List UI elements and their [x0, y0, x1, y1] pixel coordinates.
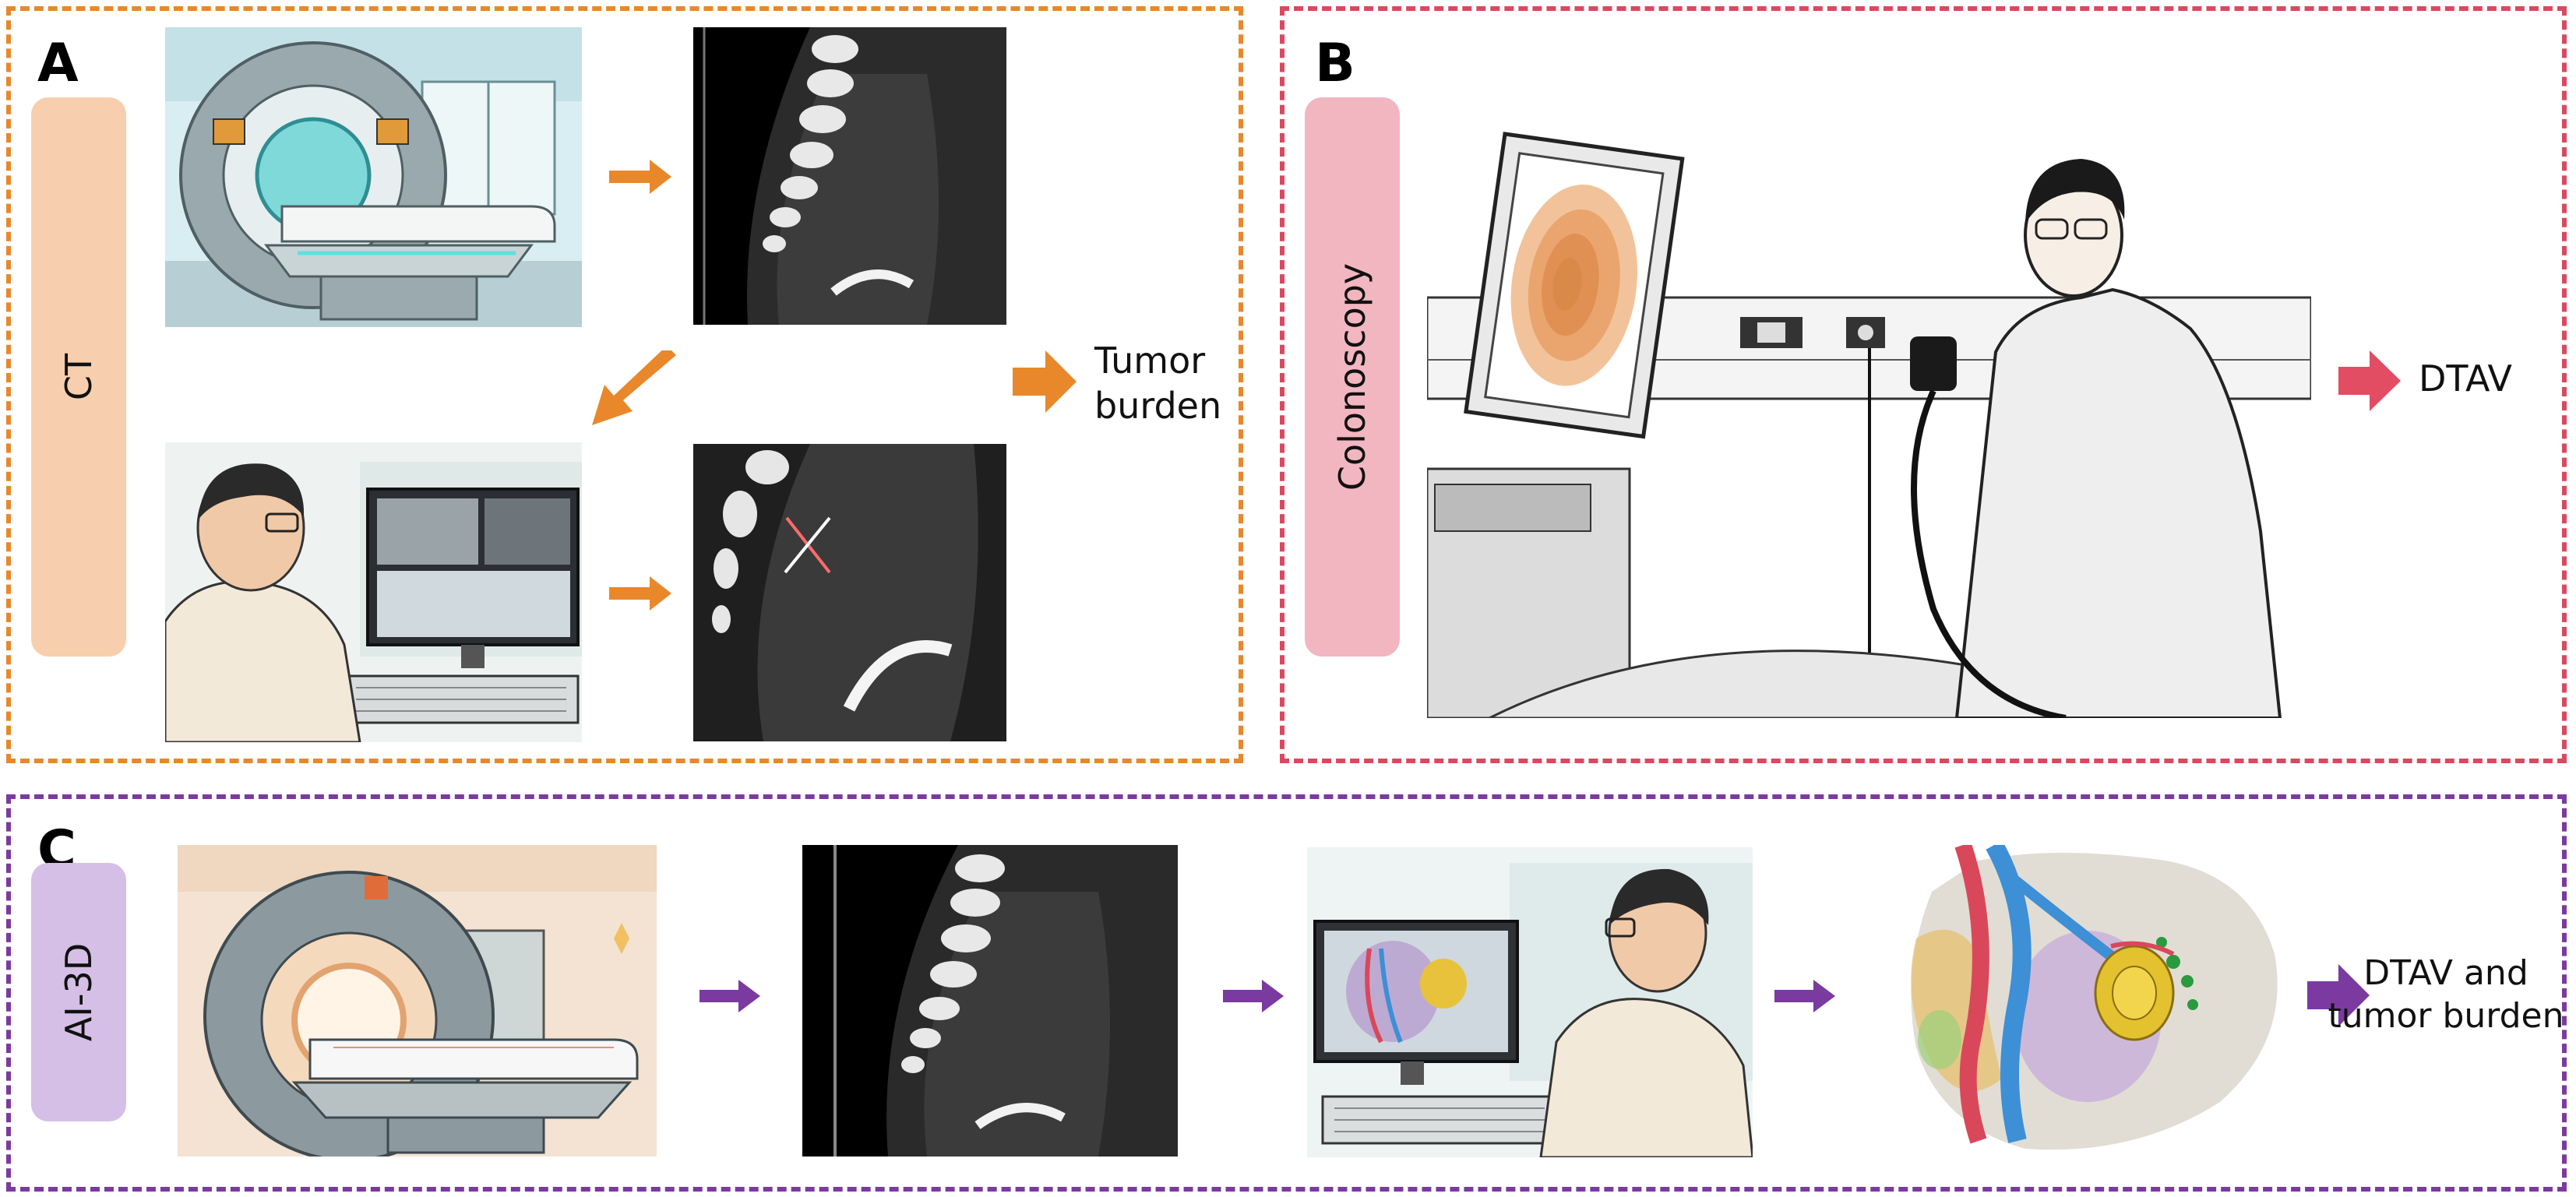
colonoscopy-procedure: [1427, 126, 2311, 718]
arrow-output-icon: [2338, 350, 2401, 411]
arrow-right-icon: [700, 980, 760, 1012]
arrow-output-icon: [1013, 350, 1077, 413]
panel-c-output-label: DTAV and tumor burden: [2328, 953, 2564, 1036]
panel-b-letter: B: [1315, 33, 1355, 94]
arrow-right-icon: [609, 160, 671, 194]
3d-reconstruction-model: [1885, 845, 2298, 1157]
panel-b-output-label: DTAV: [2419, 357, 2512, 400]
arrow-right-icon: [1223, 980, 1284, 1012]
arrow-down-left-icon: [592, 350, 682, 428]
panel-a-tab-label: CT: [58, 353, 100, 401]
panel-a-tab: CT: [31, 97, 126, 657]
radiologist-workstation: [165, 442, 582, 742]
panel-b-colonoscopy: [1280, 6, 2567, 763]
ct-scanner-illustration: [178, 845, 657, 1157]
panel-b-tab: Colonoscopy: [1305, 97, 1400, 657]
panel-c-ai-3d: [6, 794, 2567, 1192]
radiologist-workstation: [1307, 847, 1753, 1157]
arrow-output-icon: [2307, 964, 2370, 1026]
panel-a-output-label: Tumor burden: [1094, 340, 1222, 427]
ct-sagittal-scan: [802, 845, 1178, 1157]
panel-b-tab-label: Colonoscopy: [1331, 262, 1373, 491]
panel-a-ct: [6, 6, 1243, 763]
ct-sagittal-scan-measured: [693, 444, 1006, 741]
arrow-right-icon: [609, 576, 671, 611]
arrow-right-icon: [1774, 980, 1835, 1012]
ct-sagittal-scan: [693, 27, 1006, 325]
panel-c-tab: AI-3D: [31, 863, 126, 1121]
ct-scanner-illustration: [165, 27, 582, 327]
panel-a-letter: A: [37, 33, 79, 94]
panel-c-tab-label: AI-3D: [58, 942, 100, 1042]
